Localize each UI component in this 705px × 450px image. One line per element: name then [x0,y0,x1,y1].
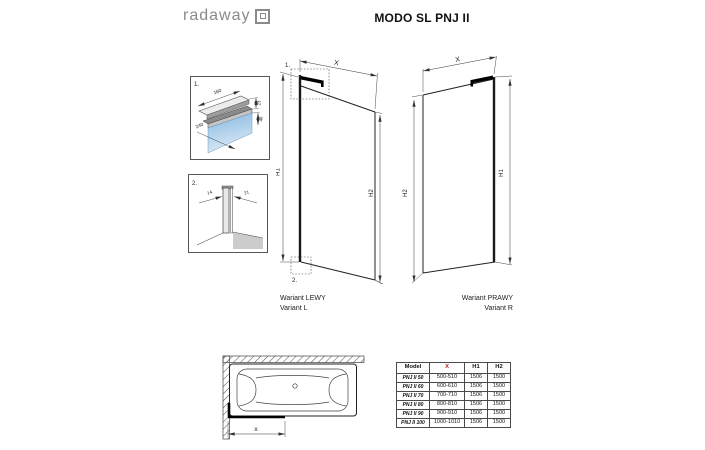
x-cell: 1000-1010 [429,418,465,428]
dim-x-plan: x [254,426,258,433]
h1-cell: 1506 [464,400,488,410]
model-cell: PNJ II 70 [396,391,430,401]
brand-name: radaway [183,7,251,24]
dim-h2-right-variant: H2 [403,189,409,197]
table-row: PNJ II 80 800-810 1506 1500 [396,400,511,410]
dim-h2-left-variant: H2 [369,189,375,197]
h2-cell: 1500 [487,373,511,383]
table-header-row: Model X H1 H2 [396,362,511,374]
x-cell: 500-510 [429,373,465,383]
model-cell: PNJ II 80 [396,400,430,410]
glass-bottom-edge [300,261,376,281]
glass-top-edge [422,78,495,96]
col-model: Model [396,362,430,374]
detail-2-drawing: 2. 14 21 [192,181,264,249]
brand-logo: radaway [183,7,271,24]
bathtub-plan-drawing: x [222,355,365,440]
wall-left [222,355,230,440]
x-cell: 900-910 [429,409,465,419]
dim-left: 14 [206,189,213,195]
model-cell: PNJ II 100 [396,418,430,428]
glass-top-edge [300,85,376,113]
spec-table: Model X H1 H2 PNJ II 50 500-510 1506 150… [396,362,511,428]
detail-2-label: 2. [192,181,197,187]
variant-right-drawing: H2 X H1 Wariant PRAWY Variant R [403,55,514,312]
model-cell: PNJ II 60 [396,382,430,392]
callout-1-frame [290,68,330,100]
detail-1-label: 1. [194,82,199,88]
page-title: MODO SL PNJ II [374,11,470,25]
bathtub-rim [236,368,349,412]
dim-x-left-variant: X [333,60,339,68]
profile-strip [230,187,233,234]
glass-pane [207,112,253,154]
h2-cell: 1500 [487,418,511,428]
table-row: PNJ II 50 500-510 1506 1500 [396,373,511,383]
table-row: PNJ II 100 1000-1010 1506 1500 [396,418,511,428]
x-cell: 700-710 [429,391,465,401]
h1-cell: 1506 [464,409,488,419]
detail-2-box: 2. 14 21 [188,174,268,253]
dim-x-right-variant: X [455,56,461,64]
table-row: PNJ II 70 700-710 1506 1500 [396,391,511,401]
variant-left-name-pl: Wariant LEWY [280,295,326,302]
col-h1: H1 [464,362,488,374]
table-row: PNJ II 60 600-610 1506 1500 [396,382,511,392]
h1-cell: 1506 [464,382,488,392]
dim-h1-left-variant: H1 [276,168,282,176]
dim-arm-length: 160 [213,88,223,96]
callout-2-label: 2. [292,278,297,284]
dim-h1-right-variant: H1 [499,169,505,177]
hanger-bracket [301,76,323,84]
detail-1-drawing: 1. 160 240 23 46 [194,82,264,154]
h1-cell: 1506 [464,391,488,401]
variant-right-name-pl: Wariant PRAWY [462,295,514,302]
dim-side-height: 46 [259,116,264,122]
dim-depth: 240 [195,122,205,131]
variant-left-drawing: H1 1. X H2 2. Wariant LEWY Variant L [276,59,384,312]
bathtub-outline [229,363,357,417]
drain [292,383,298,389]
hanger-bracket [471,75,493,84]
variant-left-name-en: Variant L [280,305,308,312]
model-cell: PNJ II 50 [396,373,430,383]
col-h2: H2 [487,362,511,374]
glass-edge-strip [222,187,230,234]
x-cell: 600-610 [429,382,465,392]
h2-cell: 1500 [487,382,511,392]
h2-cell: 1500 [487,409,511,419]
wall-top [222,355,365,363]
model-cell: PNJ II 90 [396,409,430,419]
table-row: PNJ II 90 900-910 1506 1500 [396,409,511,419]
h2-cell: 1500 [487,391,511,401]
dim-top-height: 23 [257,100,262,106]
h1-cell: 1506 [464,373,488,383]
h2-cell: 1500 [487,400,511,410]
callout-2-frame [290,256,312,275]
col-x: X [429,362,465,374]
x-cell: 800-810 [429,400,465,410]
logo-mark-icon [255,8,271,24]
callout-1-label: 1. [285,63,290,69]
glass-bottom-edge [422,261,496,274]
dim-right: 21 [243,189,250,195]
variant-right-name-en: Variant R [484,305,513,312]
detail-1-box: 1. 160 240 23 46 [190,76,270,160]
floor-shading [233,232,263,249]
h1-cell: 1506 [464,418,488,428]
